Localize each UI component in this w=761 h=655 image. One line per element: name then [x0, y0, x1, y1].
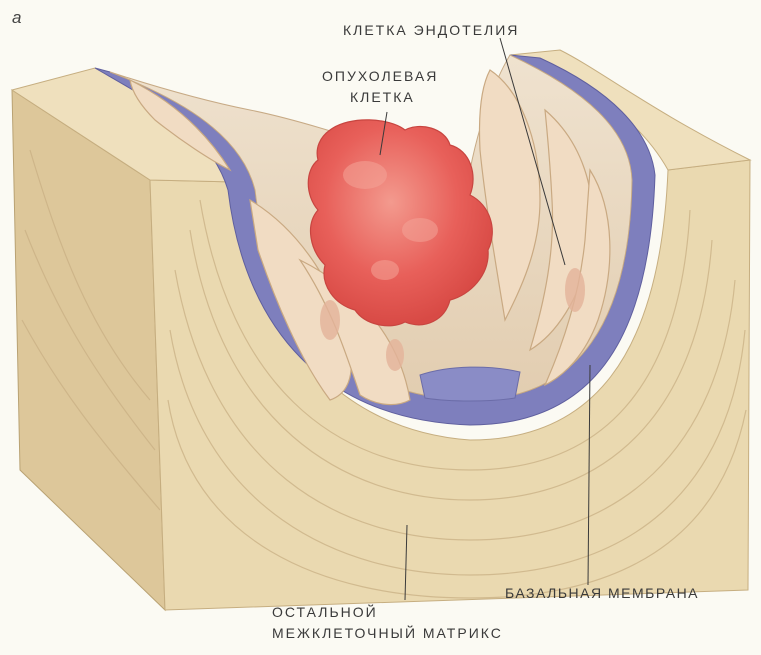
label-basement-membrane: БАЗАЛЬНАЯ МЕМБРАНА: [505, 585, 699, 601]
label-endothelial-cell: КЛЕТКА ЭНДОТЕЛИЯ: [343, 22, 519, 38]
panel-letter: а: [12, 10, 21, 26]
label-matrix-line2: МЕЖКЛЕТОЧНЫЙ МАТРИКС: [272, 625, 503, 641]
label-tumor-cell-line1: ОПУХОЛЕВАЯ: [322, 68, 438, 84]
label-tumor-cell-line2: КЛЕТКА: [350, 89, 415, 105]
membrane-exposed: [420, 367, 520, 401]
label-matrix-line1: ОСТАЛЬНОЙ: [272, 604, 378, 620]
